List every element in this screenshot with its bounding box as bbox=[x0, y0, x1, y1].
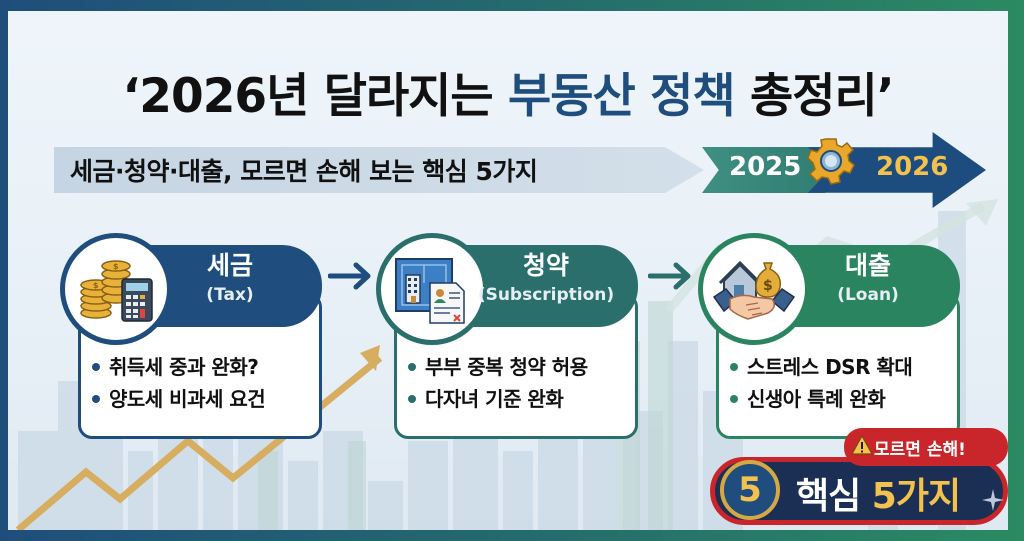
title-highlight: 부동산 정책 bbox=[508, 69, 736, 124]
list-item: 취득세 중과 완화? bbox=[92, 351, 265, 383]
list-item: 양도세 비과세 요건 bbox=[92, 383, 266, 415]
list-item: 부부 중복 청약 허용 bbox=[408, 351, 588, 383]
list-item-text: 다자녀 기준 완화 bbox=[425, 387, 564, 411]
title-prefix: ‘2026년 달라지는 bbox=[122, 69, 509, 124]
card-loan-list: 스트레스 DSR 확대 신생아 특례 완화 bbox=[730, 351, 913, 415]
arrow-right-icon bbox=[328, 262, 371, 290]
list-item-text: 취득세 중과 완화? bbox=[109, 355, 259, 379]
year-from: 2025 bbox=[729, 152, 802, 182]
list-item-text: 스트레스 DSR 확대 bbox=[747, 355, 913, 379]
list-item-text: 신생아 특례 완화 bbox=[747, 387, 886, 411]
bullet-icon bbox=[408, 394, 416, 403]
card-subscription[interactable]: 청약 (Subscription) 부부 중복 청약 허용 다자녀 기준 완화 bbox=[376, 233, 638, 441]
card-subscription-subtitle: (Subscription) bbox=[477, 285, 615, 305]
handshake-house-moneybag-icon: $ bbox=[712, 260, 796, 320]
bullet-icon bbox=[92, 362, 100, 371]
card-tax[interactable]: $ $ 세금 (Tax) 취득세 중과 완화? 양도세 비과세 요건 bbox=[60, 233, 322, 441]
card-tax-subtitle: (Tax) bbox=[206, 285, 254, 305]
blueprint-document-icon bbox=[395, 258, 465, 324]
subtitle-banner bbox=[54, 147, 704, 193]
card-subscription-icon-circle bbox=[376, 233, 488, 345]
key-points-label-white: 핵심 bbox=[796, 476, 872, 517]
year-to: 2026 bbox=[876, 152, 949, 182]
bullet-icon bbox=[730, 362, 738, 371]
warning-tag bbox=[844, 428, 1008, 466]
list-item: 스트레스 DSR 확대 bbox=[730, 351, 913, 383]
card-subscription-list: 부부 중복 청약 허용 다자녀 기준 완화 bbox=[408, 351, 588, 415]
gear-icon bbox=[807, 138, 855, 185]
card-subscription-title: 청약 bbox=[522, 251, 569, 280]
number-badge: 5 bbox=[720, 460, 780, 520]
subtitle: 세금·청약·대출, 모르면 손해 보는 핵심 5가지 bbox=[70, 157, 538, 186]
card-loan-icon-circle: $ bbox=[698, 233, 810, 345]
card-loan-title: 대출 bbox=[844, 251, 891, 280]
card-loan-subtitle: (Loan) bbox=[837, 285, 899, 305]
warning-text: 모르면 손해! bbox=[874, 440, 966, 460]
bullet-icon bbox=[92, 394, 100, 403]
key-points-label: 핵심 5가지 bbox=[796, 467, 961, 519]
list-item: 다자녀 기준 완화 bbox=[408, 383, 588, 415]
list-item-text: 부부 중복 청약 허용 bbox=[425, 355, 588, 379]
sparkle-icon bbox=[982, 489, 1004, 511]
card-tax-title: 세금 bbox=[206, 251, 253, 280]
card-tax-icon-circle: $ $ bbox=[60, 233, 172, 345]
svg-text:$: $ bbox=[93, 281, 99, 290]
warning-icon bbox=[851, 435, 873, 455]
bullet-icon bbox=[408, 362, 416, 371]
arrow-right-icon bbox=[648, 262, 691, 290]
page-title: ‘2026년 달라지는 부동산 정책 총정리’ bbox=[8, 57, 1008, 126]
coins-calculator-icon: $ $ bbox=[80, 260, 153, 322]
card-loan[interactable]: $ 대출 (Loan) 스트레스 DSR 확대 신생아 특례 완화 bbox=[698, 233, 960, 441]
svg-text:$: $ bbox=[113, 262, 119, 271]
card-tax-list: 취득세 중과 완화? 양도세 비과세 요건 bbox=[92, 351, 266, 415]
key-points-label-yellow: 5가지 bbox=[871, 476, 961, 517]
svg-text:$: $ bbox=[763, 278, 773, 294]
list-item: 신생아 특례 완화 bbox=[730, 383, 912, 415]
list-item-text: 양도세 비과세 요건 bbox=[109, 387, 266, 411]
title-suffix: 총정리’ bbox=[734, 69, 895, 124]
infographic-frame: ‘2026년 달라지는 부동산 정책 총정리’ 세금·청약·대출, 모르면 손해… bbox=[8, 11, 1008, 530]
bullet-icon bbox=[730, 394, 738, 403]
